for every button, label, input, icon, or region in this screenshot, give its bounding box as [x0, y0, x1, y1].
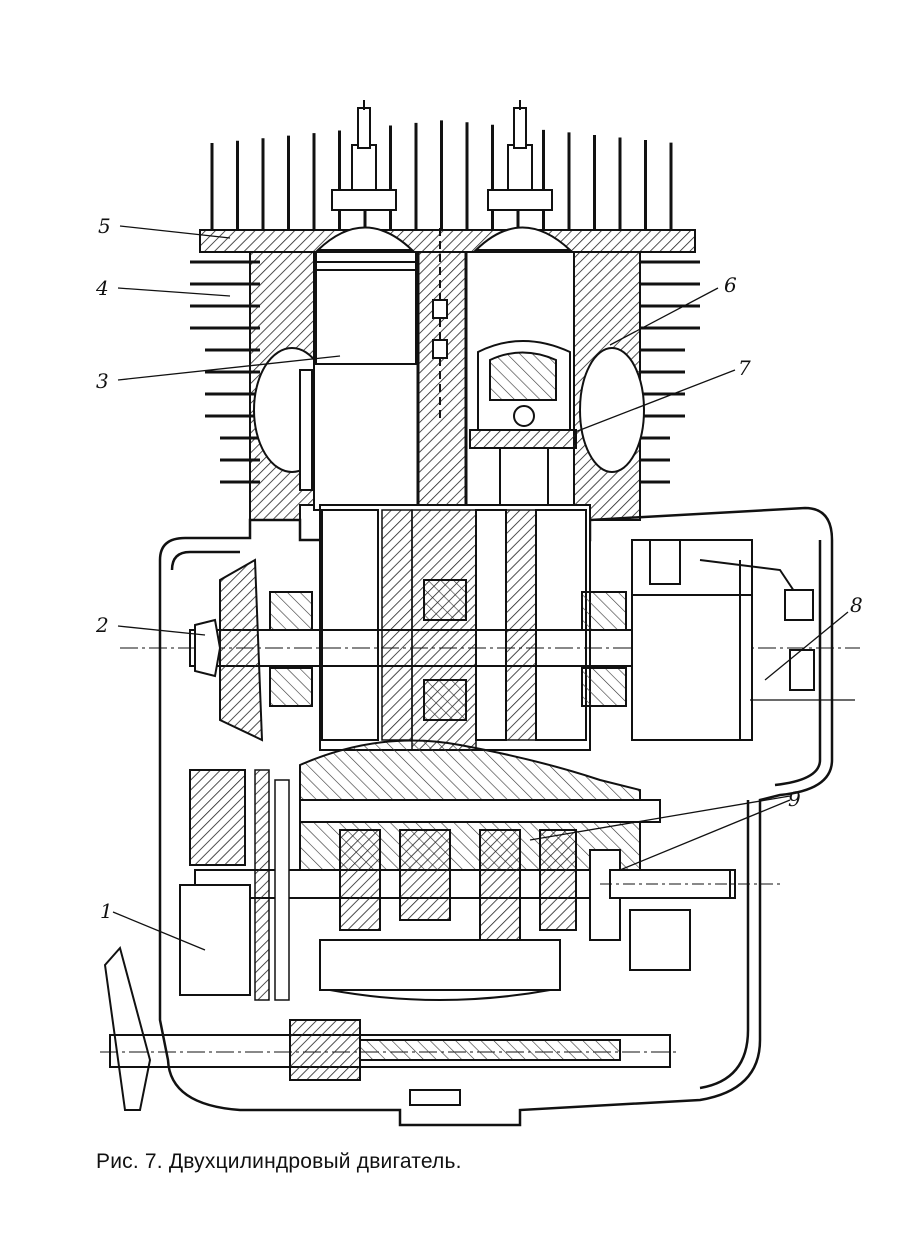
leader-line-2	[117, 625, 206, 636]
leader-line-9b	[619, 799, 791, 871]
callout-5: 5	[98, 214, 111, 238]
leader-line-7	[574, 369, 736, 433]
cylinder-head	[199, 120, 696, 253]
callout-7: 7	[738, 356, 751, 380]
callout-1: 1	[100, 899, 113, 923]
leader-line-8	[764, 611, 849, 681]
callout-8: 8	[850, 593, 863, 617]
callout-6: 6	[724, 273, 737, 297]
leader-lines	[112, 225, 855, 951]
leader-line-5	[119, 225, 231, 239]
callout-9: 9	[788, 787, 801, 811]
callout-4: 4	[95, 276, 109, 300]
output-shaft	[600, 869, 780, 971]
callouts: 5 4 3 6 7 2 8 9 1	[95, 214, 863, 923]
combustion-chambers	[315, 226, 573, 251]
piston-right	[469, 340, 577, 509]
generator	[631, 539, 815, 741]
gearbox	[194, 739, 736, 1001]
crankcase-housing	[158, 506, 834, 1127]
callout-2: 2	[95, 613, 109, 637]
leader-line-4	[117, 287, 231, 297]
leader-line-9a	[529, 795, 791, 841]
piston-left	[299, 251, 417, 491]
callout-3: 3	[96, 369, 109, 393]
leader-line-1	[112, 911, 206, 951]
leader-line-6	[609, 287, 719, 346]
crankshaft	[120, 504, 860, 751]
figure-caption: Рис. 7. Двухцилиндровый двигатель.	[96, 1150, 462, 1173]
leader-line-3	[117, 355, 341, 381]
kickstart	[100, 945, 680, 1111]
spark-plug-left	[331, 100, 397, 211]
cylinder-block	[190, 251, 700, 521]
spark-plug-right	[487, 100, 553, 211]
central-channel	[432, 228, 448, 420]
clutch	[179, 769, 290, 1001]
